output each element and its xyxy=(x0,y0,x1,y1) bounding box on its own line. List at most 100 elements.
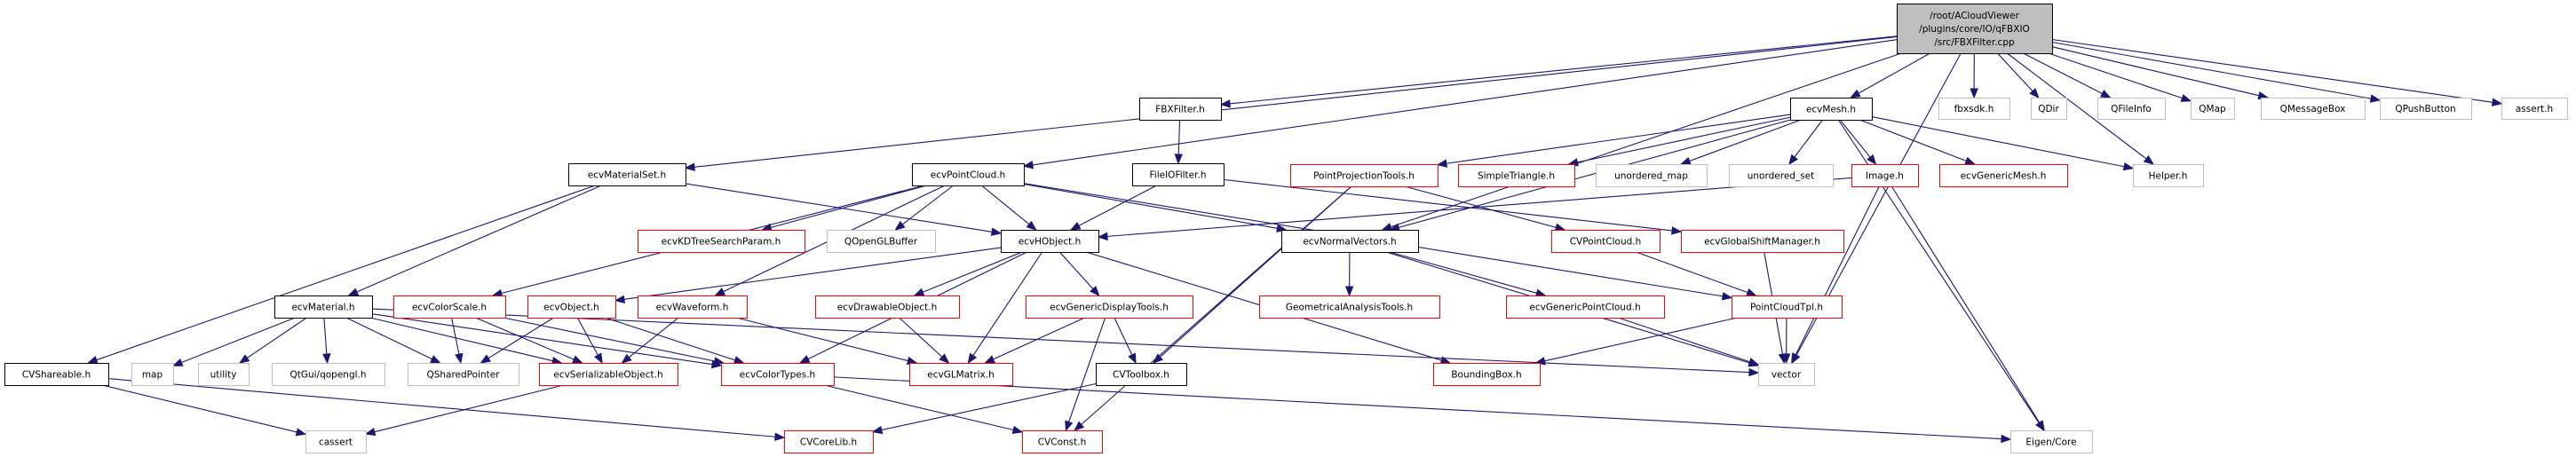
arrowhead-icon xyxy=(364,427,376,437)
edge-line xyxy=(181,317,296,364)
node-label: QtGui/qopengl.h xyxy=(289,370,366,381)
edge-cvpoint-cloud-to-point-cloud-tpl xyxy=(1636,251,1757,296)
node-qfile-info[interactable]: QFileInfo xyxy=(2097,98,2166,120)
node-cvconst[interactable]: CVConst.h xyxy=(1022,430,1103,453)
node-cvcore-lib[interactable]: CVCoreLib.h xyxy=(784,430,874,453)
node-label: CVPointCloud.h xyxy=(1570,237,1642,248)
node-box xyxy=(1433,363,1541,386)
node-qopengl[interactable]: QtGui/qopengl.h xyxy=(272,363,385,386)
node-vector[interactable]: vector xyxy=(1758,363,1815,386)
arrowhead-icon xyxy=(2122,162,2135,171)
node-label: FileIOFilter.h xyxy=(1150,170,1207,181)
edge-line xyxy=(1858,52,1930,94)
node-eigen-core[interactable]: Eigen/Core xyxy=(2010,430,2093,453)
node-ecv-waveform[interactable]: ecvWaveform.h xyxy=(638,295,748,319)
node-ecv-color-scale[interactable]: ecvColorScale.h xyxy=(393,295,506,319)
node-ecv-material-set[interactable]: ecvMaterialSet.h xyxy=(568,163,686,186)
node-cassert[interactable]: cassert xyxy=(305,430,367,453)
node-assert[interactable]: assert.h xyxy=(2501,98,2568,120)
node-bounding-box[interactable]: BoundingBox.h xyxy=(1433,363,1541,386)
edge-ecv-hobject-to-ecv-drawable-object xyxy=(913,251,1023,296)
node-qmap[interactable]: QMap xyxy=(2191,98,2235,120)
node-box xyxy=(1139,98,1222,121)
node-helper[interactable]: Helper.h xyxy=(2133,164,2204,187)
node-point-projection-tools[interactable]: PointProjectionTools.h xyxy=(1290,164,1439,187)
node-unordered-set[interactable]: unordered_set xyxy=(1729,164,1834,187)
edge-ecv-mesh-to-unordered-set xyxy=(1788,119,1824,166)
edge-line xyxy=(2051,41,2372,99)
edge-line xyxy=(1389,251,1537,294)
node-ecv-color-types[interactable]: ecvColorTypes.h xyxy=(721,363,835,386)
edge-root-to-qdir xyxy=(1997,52,2040,98)
node-ecv-generic-point-cloud[interactable]: ecvGenericPointCloud.h xyxy=(1506,295,1665,319)
node-label: CVToolbox.h xyxy=(1113,370,1169,381)
node-ecv-material[interactable]: ecvMaterial.h xyxy=(274,295,373,319)
edge-line xyxy=(2051,38,2493,103)
arrowhead-icon xyxy=(1748,358,1760,366)
arrowhead-icon xyxy=(1748,367,1760,377)
arrowhead-icon xyxy=(714,288,726,296)
edge-line xyxy=(371,308,1750,374)
node-cvtoolbox[interactable]: CVToolbox.h xyxy=(1096,363,1187,386)
edge-line xyxy=(824,384,1014,431)
node-qshared-pointer[interactable]: QSharedPointer xyxy=(408,363,519,386)
node-ecv-normal-vectors[interactable]: ecvNormalVectors.h xyxy=(1281,230,1419,253)
node-label: ecvSerializableObject.h xyxy=(553,370,662,381)
node-image[interactable]: Image.h xyxy=(1851,164,1919,187)
node-box xyxy=(393,295,506,319)
arrowhead-icon xyxy=(2369,94,2382,103)
node-cvshareable[interactable]: CVShareable.h xyxy=(4,363,109,386)
node-ecv-mesh[interactable]: ecvMesh.h xyxy=(1790,98,1873,121)
arrowhead-icon xyxy=(1867,154,1877,166)
arrowhead-icon xyxy=(990,227,1003,236)
edge-ecv-material-to-map xyxy=(171,317,296,366)
node-unordered-map[interactable]: unordered_map xyxy=(1596,164,1708,187)
node-file-iofilter[interactable]: FileIOFilter.h xyxy=(1132,163,1225,186)
node-ecv-drawable-object[interactable]: ecvDrawableObject.h xyxy=(815,295,960,319)
node-fbxsdk[interactable]: fbxsdk.h xyxy=(1938,98,2010,120)
edge-line xyxy=(736,317,908,362)
arrowhead-icon xyxy=(171,358,184,366)
node-root[interactable]: /root/ACloudViewer/plugins/core/IO/qFBXI… xyxy=(1897,4,2053,54)
arrowhead-icon xyxy=(1011,425,1024,435)
nodes-layer: /root/ACloudViewer/plugins/core/IO/qFBXI… xyxy=(4,4,2568,453)
node-label: QMessageBox xyxy=(2280,104,2346,114)
edge-ecv-normal-vectors-to-ecv-generic-point-cloud xyxy=(1389,251,1547,297)
node-box xyxy=(638,230,805,253)
node-geometrical-analysis-tools[interactable]: GeometricalAnalysisTools.h xyxy=(1259,295,1440,319)
node-box xyxy=(2031,98,2067,120)
node-box xyxy=(1729,164,1834,187)
edge-line xyxy=(1023,183,1278,229)
node-qpush-button[interactable]: QPushButton xyxy=(2380,98,2472,120)
node-ecv-hobject[interactable]: ecvHObject.h xyxy=(1001,230,1099,253)
edge-ecv-generic-point-cloud-to-vector xyxy=(1618,317,1760,366)
node-ecv-generic-mesh[interactable]: ecvGenericMesh.h xyxy=(1939,164,2068,187)
node-box xyxy=(2010,430,2093,453)
node-map[interactable]: map xyxy=(131,363,174,386)
node-ecv-glmatrix[interactable]: ecvGLMatrix.h xyxy=(909,363,1013,386)
node-ecv-kdtree-search-param[interactable]: ecvKDTreeSearchParam.h xyxy=(638,230,805,253)
arrowhead-icon xyxy=(347,288,360,296)
node-ecv-object[interactable]: ecvObject.h xyxy=(527,295,616,319)
node-qdir[interactable]: QDir xyxy=(2031,98,2067,120)
node-simple-triangle[interactable]: SimpleTriangle.h xyxy=(1458,164,1575,187)
node-label: PointProjectionTools.h xyxy=(1313,171,1415,182)
node-ecv-point-cloud[interactable]: ecvPointCloud.h xyxy=(912,163,1025,186)
node-utility[interactable]: utility xyxy=(198,363,250,386)
node-qmessage-box[interactable]: QMessageBox xyxy=(2261,98,2366,120)
arrowhead-icon xyxy=(984,355,995,364)
edge-line xyxy=(107,378,776,437)
node-qopen-glbuffer[interactable]: QOpenGLBuffer xyxy=(827,230,936,253)
node-ecv-generic-display-tools[interactable]: ecvGenericDisplayTools.h xyxy=(1026,295,1193,319)
node-ecv-serializable-object[interactable]: ecvSerializableObject.h xyxy=(539,363,678,386)
edge-ecv-hobject-to-ecv-generic-display-tools xyxy=(1058,251,1100,296)
edge-line xyxy=(102,384,297,433)
node-fbxfilter[interactable]: FBXFilter.h xyxy=(1139,98,1222,121)
node-ecv-global-shift-manager[interactable]: ecvGlobalShiftManager.h xyxy=(1681,230,1844,253)
arrowhead-icon xyxy=(1721,292,1733,301)
node-cvpoint-cloud[interactable]: CVPointCloud.h xyxy=(1551,230,1661,253)
node-point-cloud-tpl[interactable]: PointCloudTpl.h xyxy=(1732,295,1843,319)
node-box xyxy=(272,363,385,386)
edge-ecv-mesh-to-helper xyxy=(1871,116,2135,171)
edge-ecv-serializable-object-to-cassert xyxy=(364,384,564,437)
